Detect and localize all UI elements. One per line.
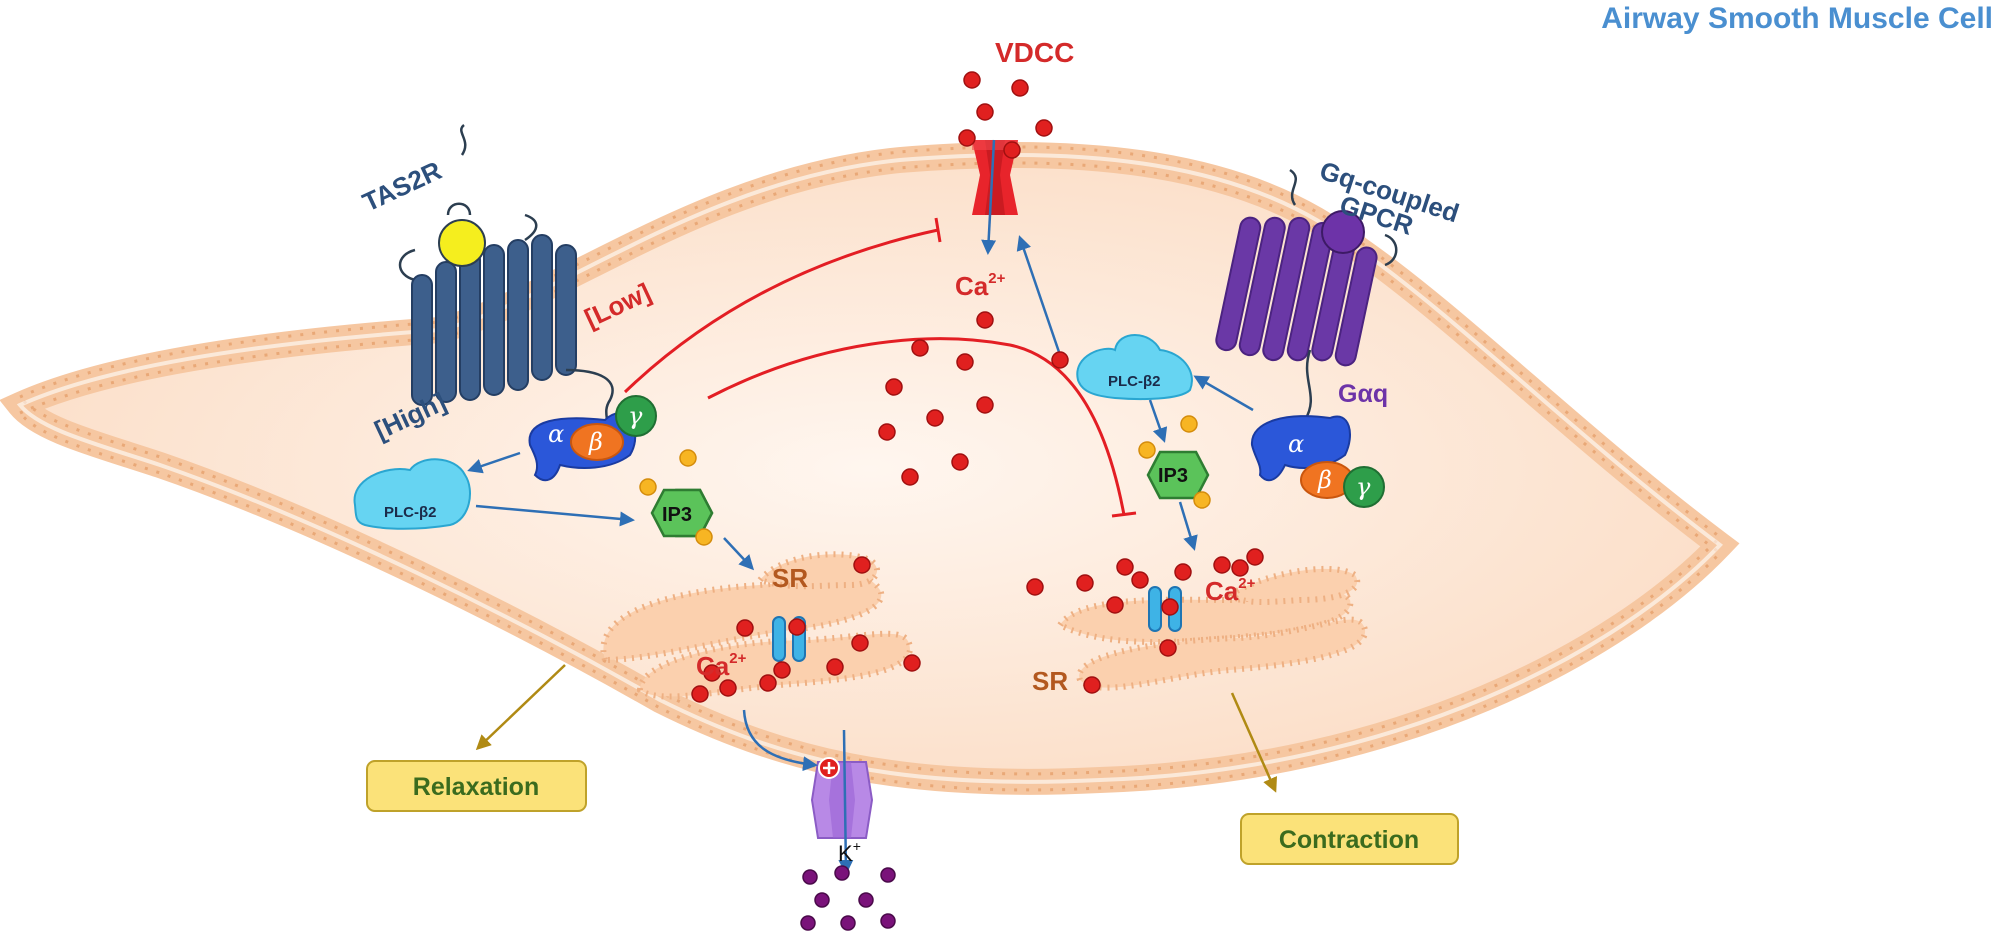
galpha-left: α <box>548 420 564 448</box>
gq-gpcr-receptor <box>1215 168 1398 421</box>
ca-label-right: Ca2+ <box>1205 575 1256 606</box>
sr-label-left: SR <box>772 563 808 593</box>
ip3-left <box>639 449 714 546</box>
arrow-to-contraction <box>1230 692 1277 793</box>
inhibit-vdcc-bar <box>934 217 942 243</box>
arrow-galpha-to-plc-left <box>467 451 521 474</box>
arrow-vdcc-calcium-influx <box>981 139 997 255</box>
arrow-to-relaxation <box>475 664 566 751</box>
signal-arrows <box>467 139 1254 875</box>
arrow-ip3-to-sr-right <box>1178 501 1198 551</box>
arrow-calcium-to-k-channel <box>742 709 818 772</box>
inhibit-vdcc-line <box>623 228 939 394</box>
g-protein-right <box>1250 415 1385 508</box>
k-channel <box>810 757 874 839</box>
ip3-right <box>1138 415 1211 509</box>
ggamma-right: γ <box>1356 473 1371 501</box>
galpha-q-label: Gαq <box>1338 380 1388 408</box>
gbeta-left: β <box>588 428 603 456</box>
g-protein-left <box>528 395 657 482</box>
galpha-right: α <box>1288 430 1304 458</box>
arrow-plc-to-ip3-right <box>1148 399 1168 443</box>
k-label: K+ <box>838 838 861 866</box>
gpcr-ligand <box>1321 210 1365 254</box>
cell-body <box>0 141 1740 795</box>
ggamma-left: γ <box>628 402 643 430</box>
plc-b2-left <box>353 458 471 530</box>
relaxation-label: Relaxation <box>413 773 539 801</box>
contraction-label: Contraction <box>1279 826 1419 854</box>
ip3-receptor-left <box>772 616 786 662</box>
ip3-left-label: IP3 <box>662 504 692 526</box>
contraction-box: Contraction <box>1240 813 1459 865</box>
ip3-receptor-right <box>1148 586 1162 632</box>
plc-b2-left-label: PLC-β2 <box>384 504 437 521</box>
ca-label-top: Ca2+ <box>955 270 1006 301</box>
diagram-title: Airway Smooth Muscle Cell <box>1601 2 1993 35</box>
tas2r-label: TAS2R <box>358 155 446 217</box>
gbeta-right: β <box>1317 466 1332 494</box>
ca-label-left: Ca2+ <box>696 650 747 681</box>
sr-label-right: SR <box>1032 666 1068 696</box>
outcome-arrows <box>475 664 1277 793</box>
tas2r-ligand <box>438 219 486 267</box>
ip3-right-label: IP3 <box>1158 465 1188 487</box>
vdcc-label: VDCC <box>995 37 1074 68</box>
arrow-ip3-to-sr-left <box>723 537 755 571</box>
inhibit-sr-bar <box>1111 511 1137 518</box>
sr-right <box>1055 565 1368 691</box>
tas2r-receptor <box>398 124 614 432</box>
potassium-ions <box>800 865 896 931</box>
inhibition-lines <box>623 217 1137 518</box>
arrow-to-vdcc <box>1016 235 1062 356</box>
plc-b2-right <box>1076 334 1193 401</box>
arrow-k-efflux <box>838 729 854 875</box>
plc-b2-right-label: PLC-β2 <box>1108 373 1161 390</box>
arrow-gq-to-plc-right <box>1193 375 1254 412</box>
calcium-ions <box>691 71 1264 703</box>
arrow-plc-to-ip3-left <box>475 504 635 527</box>
relaxation-box: Relaxation <box>366 760 587 812</box>
inhibit-sr-line <box>707 337 1126 516</box>
